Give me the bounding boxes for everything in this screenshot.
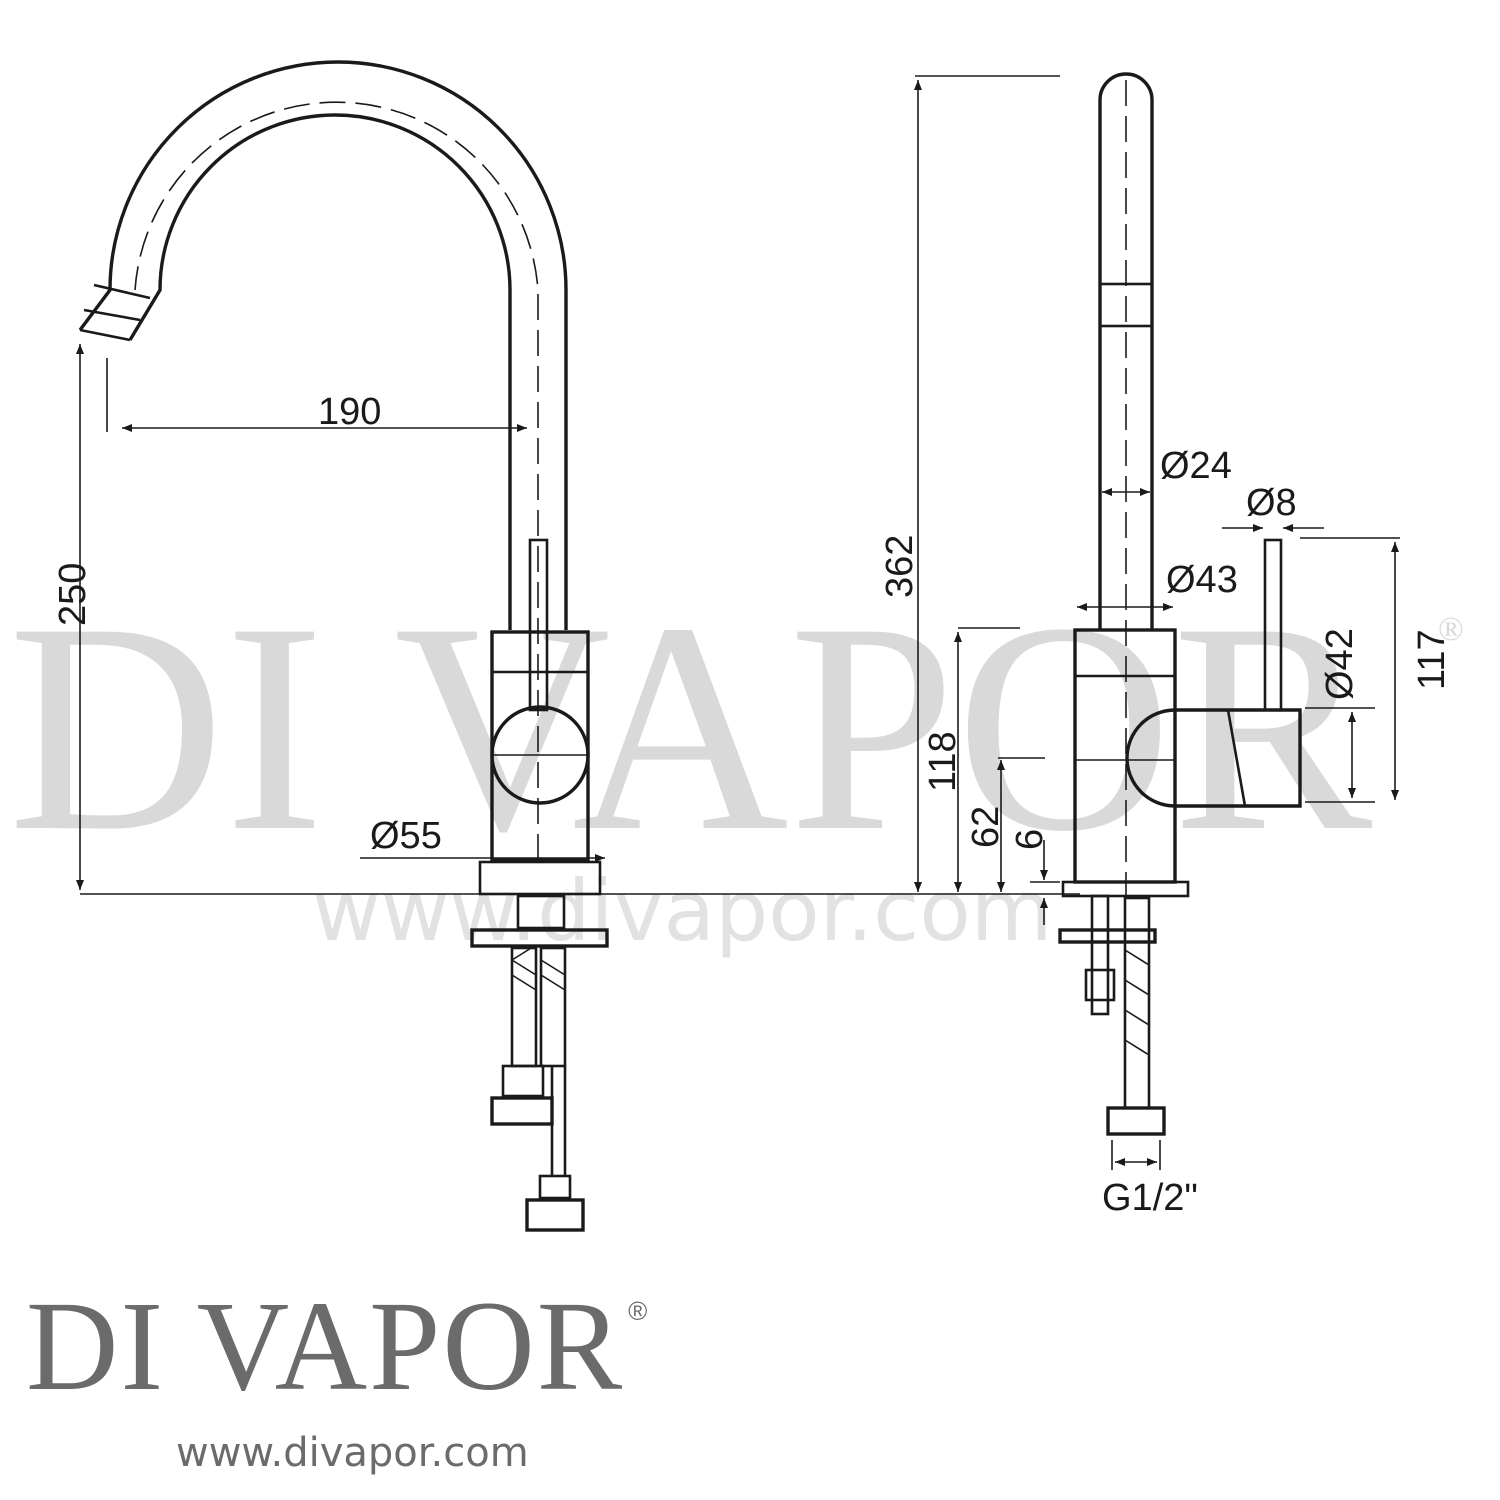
watermark-name: DI VAPOR <box>8 561 1374 893</box>
brand-name: DI VAPOR <box>26 1275 625 1417</box>
threaded-rod <box>1090 894 1110 1016</box>
dim-spout-height: 250 <box>52 563 94 626</box>
dim-base-diameter: Ø55 <box>370 815 442 857</box>
side-aerator <box>1098 282 1154 328</box>
braid-pattern <box>511 944 566 991</box>
brand-logo: DI VAPOR® <box>26 1282 647 1410</box>
dim-body-diameter: Ø43 <box>1166 559 1238 601</box>
hose-left <box>510 946 538 1068</box>
spout-inner-edge <box>128 113 512 630</box>
side-lever <box>1263 538 1283 712</box>
watermark-registered: ® <box>1438 611 1464 648</box>
brand-registered-mark: ® <box>628 1296 648 1326</box>
hose-nut-right <box>525 1198 585 1232</box>
spout-outer-edge <box>78 60 568 630</box>
side-handle <box>1125 708 1302 808</box>
dim-body-height: 118 <box>922 731 964 792</box>
background-watermark: DI VAPOR ® www.divapor.com <box>8 561 1464 960</box>
side-braid-pattern <box>1124 949 1150 1056</box>
mounting-stud <box>516 894 566 930</box>
hose-ferrule-right <box>538 1174 572 1200</box>
front-view: 190 250 Ø55 <box>52 60 1080 1232</box>
rod-nut <box>1084 968 1116 1002</box>
hose-ferrule-left <box>501 1064 545 1098</box>
side-base-flange <box>1061 880 1190 898</box>
hose-nut-left <box>490 1096 554 1126</box>
watermark-url: www.divapor.com <box>312 862 1053 960</box>
side-hose-nut <box>1106 1106 1166 1136</box>
spout-centerline <box>134 101 539 860</box>
dim-handle-diameter: Ø42 <box>1319 628 1361 700</box>
handle-bevel <box>1226 709 1247 807</box>
dim-base-thickness: 6 <box>1009 829 1051 850</box>
side-view: 362 118 62 6 Ø24 Ø8 Ø43 Ø42 117 <box>879 72 1453 1219</box>
dim-handle-center: 62 <box>965 806 1007 848</box>
dim-lever-diameter: Ø8 <box>1246 482 1297 524</box>
front-lever <box>528 538 549 712</box>
dim-connection: G1/2" <box>1102 1177 1198 1219</box>
dim-spout-diameter: Ø24 <box>1160 445 1232 487</box>
brand-url: www.divapor.com <box>176 1430 529 1476</box>
dim-overall-height: 362 <box>879 535 921 598</box>
dim-reach: 190 <box>318 391 381 433</box>
mounting-plate <box>470 928 609 948</box>
aerator-tip <box>79 283 151 342</box>
dim-lever-height: 117 <box>1411 629 1453 690</box>
side-spout <box>1098 72 1154 630</box>
hose-right <box>539 946 567 1068</box>
